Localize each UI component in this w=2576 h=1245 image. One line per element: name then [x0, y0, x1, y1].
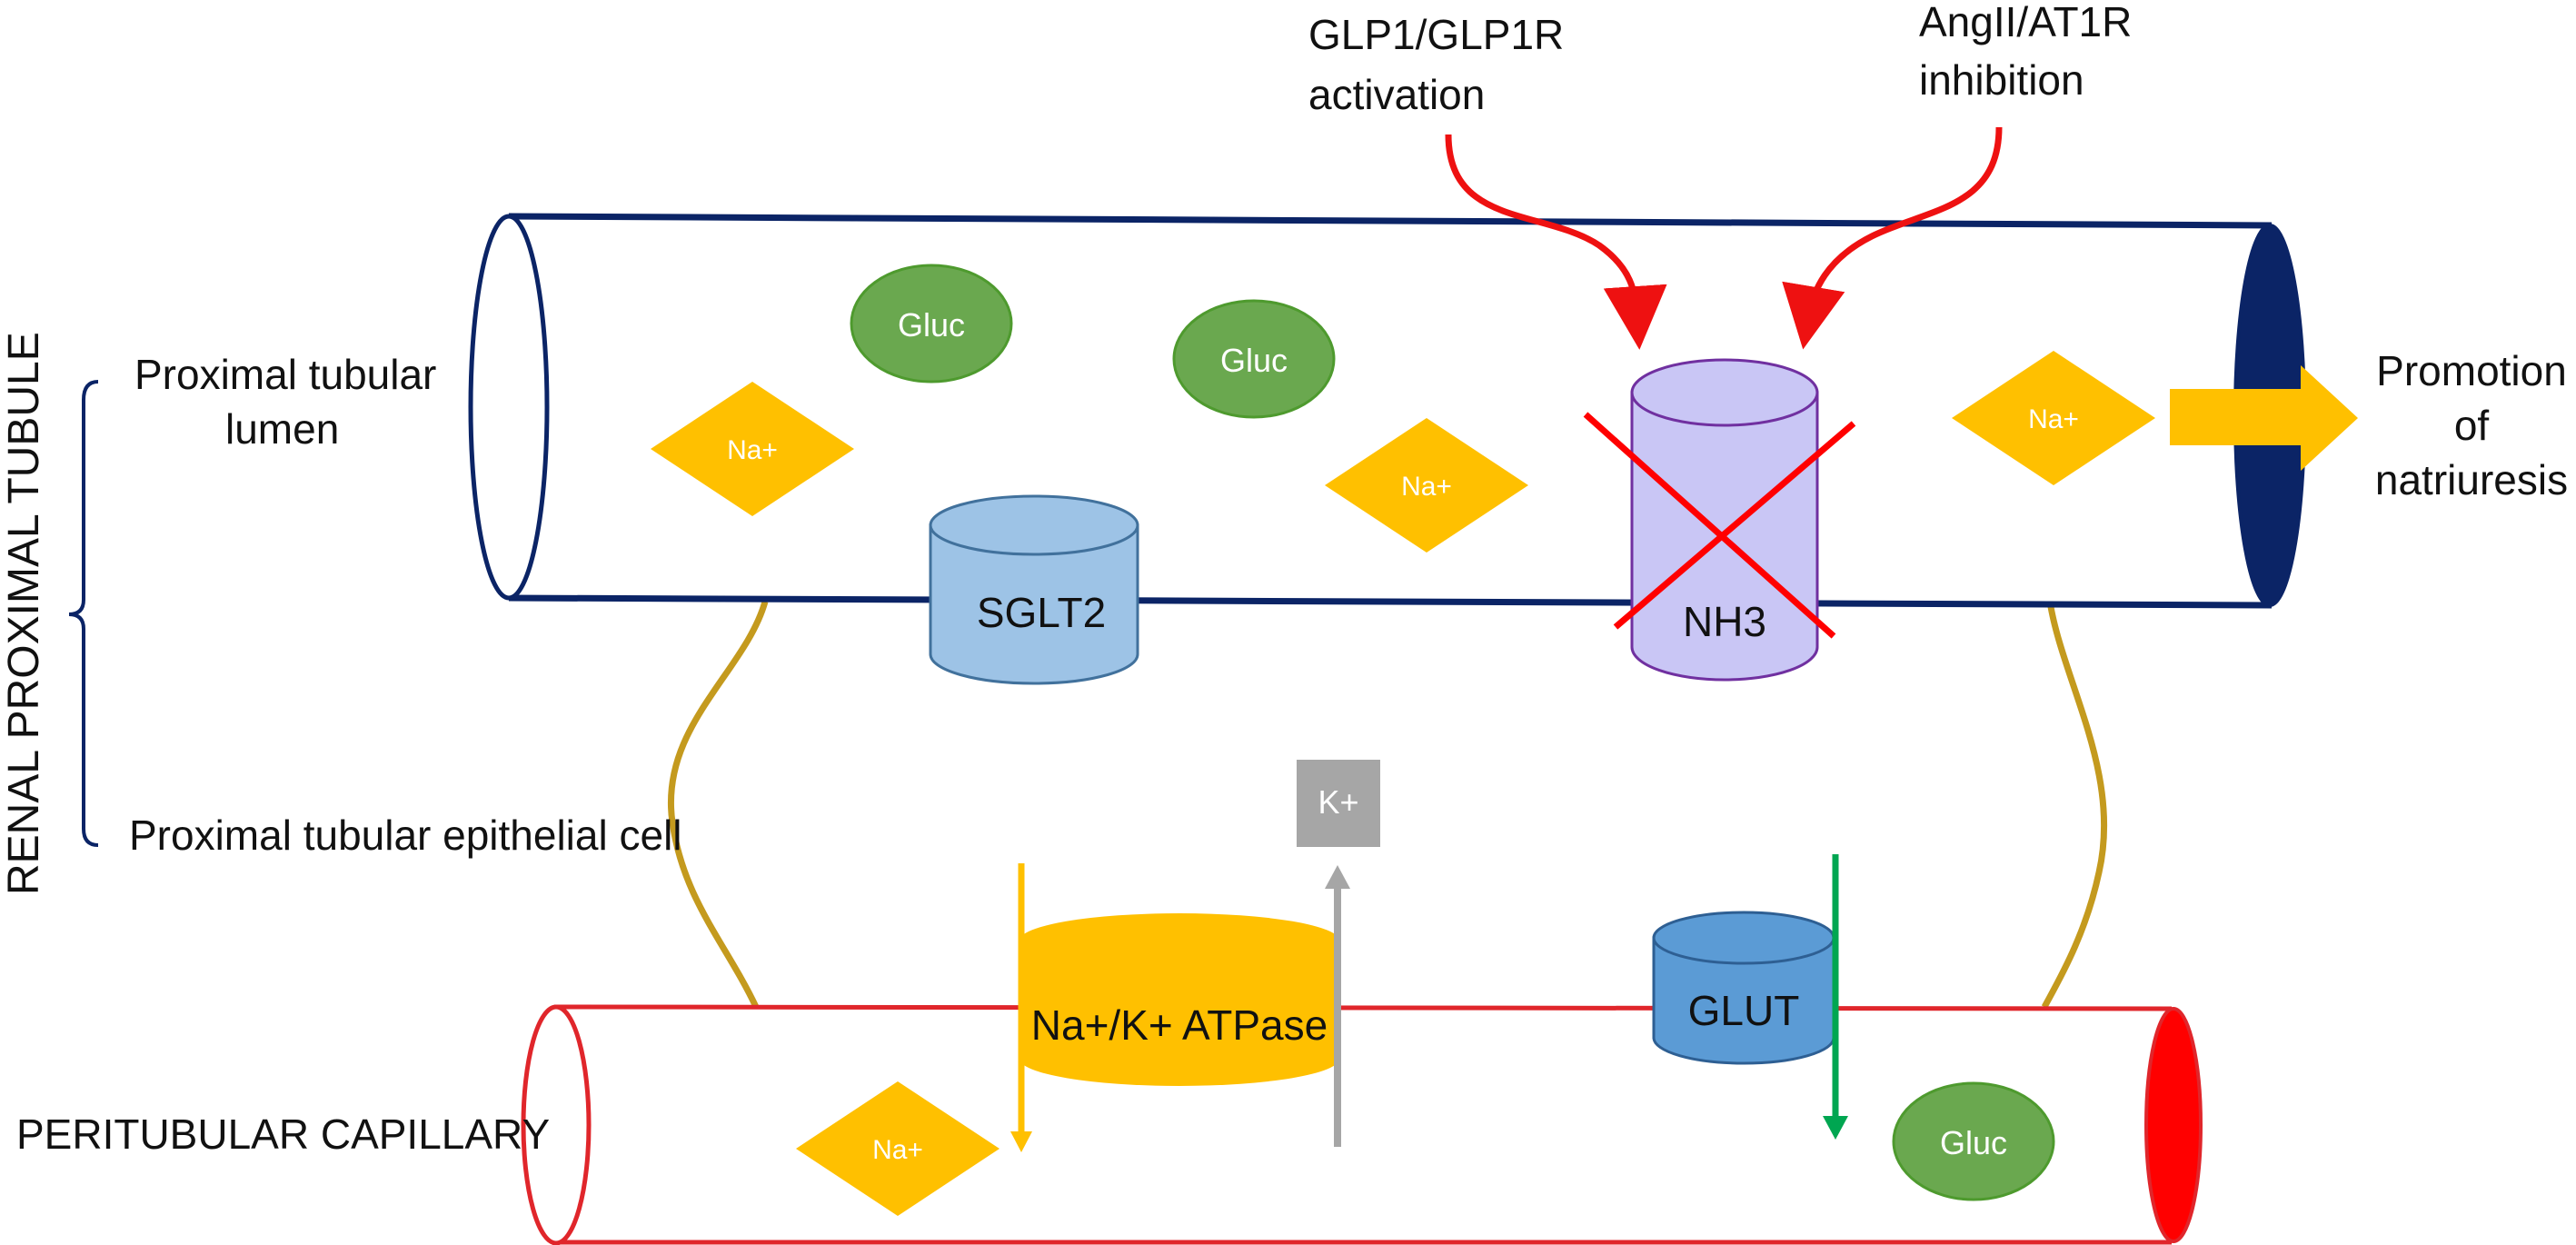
sglt2-transporter: SGLT2 [929, 494, 1139, 685]
angii-inhibition-arrow [1782, 126, 2003, 350]
promotion-label-line1: Promotion [2376, 347, 2567, 394]
sodium-ion: Na+ [1952, 351, 2155, 485]
glut-transporter: GLUT [1652, 911, 1835, 1065]
nh3-transporter: NH3 [1630, 358, 1819, 682]
svg-text:Gluc: Gluc [1220, 342, 1288, 379]
peritubular-capillary-label: PERITUBULAR CAPILLARY [16, 1111, 550, 1158]
svg-text:Na+: Na+ [1401, 472, 1452, 502]
sodium-ion: Na+ [796, 1081, 1000, 1216]
epithelial-cell-label: Proximal tubular epithelial cell [129, 812, 682, 859]
potassium-ion: K+ [1297, 760, 1380, 847]
capillary-open-end [521, 1004, 592, 1245]
na-k-atpase-pump: Na+/K+ ATPase [1019, 913, 1339, 1086]
epithelial-membrane-left [667, 601, 769, 1009]
inhibition-cross [1583, 412, 1856, 639]
svg-text:Na+: Na+ [872, 1135, 923, 1165]
svg-text:K+: K+ [1318, 783, 1358, 821]
glp1-label-line1: GLP1/GLP1R [1308, 11, 1564, 58]
svg-text:SGLT2: SGLT2 [977, 589, 1106, 636]
renal-proximal-tubule-label: RENAL PROXIMAL TUBULE [0, 332, 48, 895]
capillary-cylinder [521, 1004, 2203, 1245]
sodium-ion: Na+ [651, 382, 854, 516]
proximal-lumen-label-line2: lumen [225, 405, 339, 453]
angii-label-line2: inhibition [1919, 56, 2084, 104]
svg-text:Na+: Na+ [2028, 404, 2079, 434]
svg-text:Gluc: Gluc [1940, 1124, 2007, 1161]
svg-text:Na+: Na+ [727, 435, 778, 465]
glucose-molecule: Gluc [1172, 299, 1336, 419]
natriuresis-arrow [2170, 365, 2358, 471]
sodium-efflux-arrow [1010, 863, 1032, 1152]
potassium-influx-arrow [1325, 865, 1350, 1147]
glucose-molecule: Gluc [850, 264, 1013, 383]
sodium-ion: Na+ [1325, 418, 1528, 553]
svg-text:GLUT: GLUT [1688, 987, 1800, 1034]
svg-text:Gluc: Gluc [898, 306, 965, 344]
promotion-label-line2: of [2454, 402, 2490, 449]
svg-text:Na+/K+ ATPase: Na+/K+ ATPase [1031, 1001, 1328, 1049]
glp1-activation-arrow [1445, 134, 1667, 350]
glucose-efflux-arrow [1823, 854, 1848, 1140]
promotion-label-line3: natriuresis [2375, 456, 2568, 503]
svg-text:NH3: NH3 [1683, 598, 1766, 645]
glucose-molecule: Gluc [1892, 1081, 2055, 1201]
epithelial-membrane-right [2041, 601, 2108, 1009]
capillary-closed-end [2144, 1007, 2203, 1243]
tubule-open-end [468, 214, 550, 601]
proximal-lumen-label-line1: Proximal tubular [134, 351, 436, 398]
glp1-label-line2: activation [1308, 71, 1485, 118]
angii-label-line1: AngII/AT1R [1919, 0, 2132, 45]
tubule-bracket [68, 380, 99, 847]
